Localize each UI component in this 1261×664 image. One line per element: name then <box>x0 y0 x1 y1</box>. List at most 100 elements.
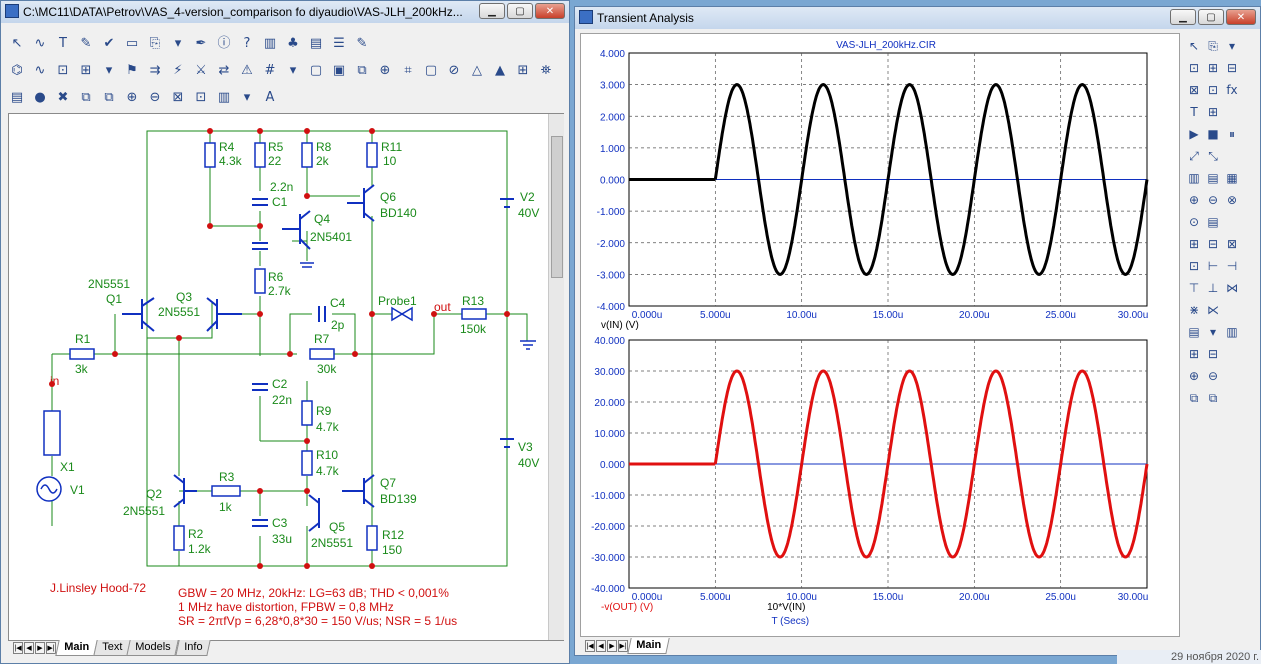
analysis-tool-button-46[interactable]: ⊖ <box>1207 369 1219 383</box>
analysis-tool-button-49[interactable]: ⧉ <box>1208 391 1218 405</box>
prev-page-button[interactable]: ◀ <box>24 642 34 654</box>
analysis-tool-button-36[interactable]: ⋇ <box>1188 303 1200 317</box>
analysis-tool-button-20[interactable]: ▦ <box>1226 171 1238 185</box>
analysis-tool-button-12[interactable]: ▶ <box>1189 127 1199 141</box>
analysis-tool-button-15[interactable]: ⤢ <box>1189 149 1199 163</box>
toolbar1-button-9[interactable]: ⓘ <box>217 36 231 51</box>
analysis-tool-button-34[interactable]: ⊥ <box>1207 281 1219 295</box>
analysis-tool-button-16[interactable]: ⤡ <box>1208 149 1218 163</box>
toolbar2-button-19[interactable]: ⊘ <box>448 63 460 78</box>
toolbar2-button-7[interactable]: ⚡ <box>173 63 183 78</box>
toolbar2-button-23[interactable]: ⛯ <box>540 63 552 78</box>
toolbar2-button-20[interactable]: △ <box>472 63 482 78</box>
analysis-tool-button-50[interactable] <box>1223 389 1241 407</box>
analysis-first-page-button[interactable]: |◀ <box>585 640 595 652</box>
toolbar1-button-10[interactable]: ? <box>243 36 251 51</box>
analysis-tool-button-24[interactable]: ⊙ <box>1188 215 1200 229</box>
analysis-tab-main[interactable]: Main <box>627 638 670 654</box>
analysis-tool-button-0[interactable]: ↖ <box>1188 39 1200 53</box>
analysis-tool-button-19[interactable]: ▤ <box>1207 171 1219 185</box>
analysis-tool-button-4[interactable]: ⊞ <box>1207 61 1219 75</box>
schematic-vertical-scrollbar[interactable] <box>548 114 564 640</box>
toolbar3-button-4[interactable]: ⧉ <box>104 90 114 105</box>
analysis-tool-button-3[interactable]: ⊡ <box>1188 61 1200 75</box>
analysis-tool-button-37[interactable]: ⋉ <box>1207 303 1219 317</box>
toolbar3-button-9[interactable]: ▥ <box>217 90 231 105</box>
scroll-thumb[interactable] <box>551 136 563 278</box>
tab-info[interactable]: Info <box>175 640 211 656</box>
analysis-close-button[interactable]: ✕ <box>1226 9 1256 25</box>
toolbar3-button-0[interactable]: ▤ <box>10 90 24 105</box>
analysis-tool-button-44[interactable] <box>1223 345 1241 363</box>
analysis-tool-button-38[interactable] <box>1223 301 1241 319</box>
toolbar3-button-8[interactable]: ⊡ <box>195 90 207 105</box>
analysis-tool-button-33[interactable]: ⊤ <box>1188 281 1200 295</box>
tab-text[interactable]: Text <box>93 640 131 656</box>
toolbar2-button-5[interactable]: ⚑ <box>126 63 138 78</box>
taskbar-clock[interactable]: 29 ноября 2020 г. <box>1117 650 1261 664</box>
toolbar1-button-13[interactable]: ▤ <box>309 36 323 51</box>
toolbar2-button-9[interactable]: ⇄ <box>218 63 230 78</box>
toolbar3-button-6[interactable]: ⊖ <box>149 90 161 105</box>
toolbar2-button-12[interactable]: ▾ <box>289 63 297 78</box>
analysis-maximize-button[interactable]: ▢ <box>1198 9 1224 25</box>
toolbar2-button-17[interactable]: ⌗ <box>404 63 412 78</box>
next-page-button[interactable]: ▶ <box>35 642 45 654</box>
analysis-last-page-button[interactable]: ▶| <box>618 640 628 652</box>
analysis-tool-button-39[interactable]: ▤ <box>1188 325 1200 339</box>
analysis-next-page-button[interactable]: ▶ <box>607 640 617 652</box>
analysis-tool-button-48[interactable]: ⧉ <box>1189 391 1199 405</box>
analysis-tool-button-23[interactable]: ⊗ <box>1226 193 1238 207</box>
analysis-tool-button-31[interactable]: ⊢ <box>1207 259 1219 273</box>
minimize-button[interactable]: ▁ <box>479 3 505 19</box>
toolbar3-button-7[interactable]: ⊠ <box>172 90 184 105</box>
analysis-tool-button-32[interactable]: ⊣ <box>1226 259 1238 273</box>
analysis-tool-button-11[interactable] <box>1223 103 1241 121</box>
analysis-tool-button-41[interactable]: ▥ <box>1226 325 1238 339</box>
toolbar1-button-15[interactable]: ✎ <box>356 36 368 51</box>
schematic-titlebar[interactable]: C:\MC11\DATA\Petrov\VAS_4-version_compar… <box>1 1 569 23</box>
analysis-tool-button-6[interactable]: ⊠ <box>1188 83 1200 97</box>
analysis-tool-button-47[interactable] <box>1223 367 1241 385</box>
analysis-tool-button-26[interactable] <box>1223 213 1241 231</box>
toolbar2-button-4[interactable]: ▾ <box>105 63 113 78</box>
toolbar2-button-15[interactable]: ⧉ <box>357 63 367 78</box>
toolbar2-button-18[interactable]: ▢ <box>424 63 438 78</box>
toolbar1-button-0[interactable]: ↖ <box>11 36 23 51</box>
analysis-tool-button-43[interactable]: ⊟ <box>1207 347 1219 361</box>
analysis-tool-button-30[interactable]: ⊡ <box>1188 259 1200 273</box>
toolbar3-button-11[interactable]: A <box>265 90 275 105</box>
analysis-tool-button-10[interactable]: ⊞ <box>1207 105 1219 119</box>
toolbar2-button-3[interactable]: ⊞ <box>80 63 92 78</box>
close-button[interactable]: ✕ <box>535 3 565 19</box>
toolbar2-button-2[interactable]: ⊡ <box>57 63 69 78</box>
toolbar1-button-4[interactable]: ✔ <box>103 36 115 51</box>
analysis-tool-button-22[interactable]: ⊖ <box>1207 193 1219 207</box>
toolbar2-button-1[interactable]: ∿ <box>34 63 46 78</box>
toolbar1-button-5[interactable]: ▭ <box>125 36 139 51</box>
toolbar2-button-16[interactable]: ⊕ <box>379 63 391 78</box>
analysis-tool-button-18[interactable]: ▥ <box>1188 171 1200 185</box>
toolbar2-button-6[interactable]: ⇉ <box>149 63 161 78</box>
toolbar1-button-2[interactable]: T <box>59 36 67 51</box>
toolbar3-button-3[interactable]: ⧉ <box>81 90 91 105</box>
toolbar1-button-7[interactable]: ▾ <box>174 36 182 51</box>
toolbar1-button-3[interactable]: ✎ <box>80 36 92 51</box>
last-page-button[interactable]: ▶| <box>46 642 56 654</box>
toolbar2-button-13[interactable]: ▢ <box>309 63 323 78</box>
analysis-tool-button-14[interactable]: ⏸ <box>1228 127 1235 141</box>
toolbar3-button-10[interactable]: ▾ <box>243 90 251 105</box>
analysis-tool-button-28[interactable]: ⊟ <box>1207 237 1219 251</box>
analysis-tool-button-21[interactable]: ⊕ <box>1188 193 1200 207</box>
toolbar2-button-8[interactable]: ⚔ <box>195 63 207 78</box>
analysis-tool-button-35[interactable]: ⋈ <box>1226 281 1238 295</box>
first-page-button[interactable]: |◀ <box>13 642 23 654</box>
analysis-tool-button-25[interactable]: ▤ <box>1207 215 1219 229</box>
toolbar2-button-11[interactable]: # <box>264 63 276 78</box>
maximize-button[interactable]: ▢ <box>507 3 533 19</box>
analysis-tool-button-42[interactable]: ⊞ <box>1188 347 1200 361</box>
analysis-tool-button-9[interactable]: T <box>1190 105 1198 119</box>
analysis-tool-button-27[interactable]: ⊞ <box>1188 237 1200 251</box>
toolbar2-button-0[interactable]: ⌬ <box>11 63 23 78</box>
